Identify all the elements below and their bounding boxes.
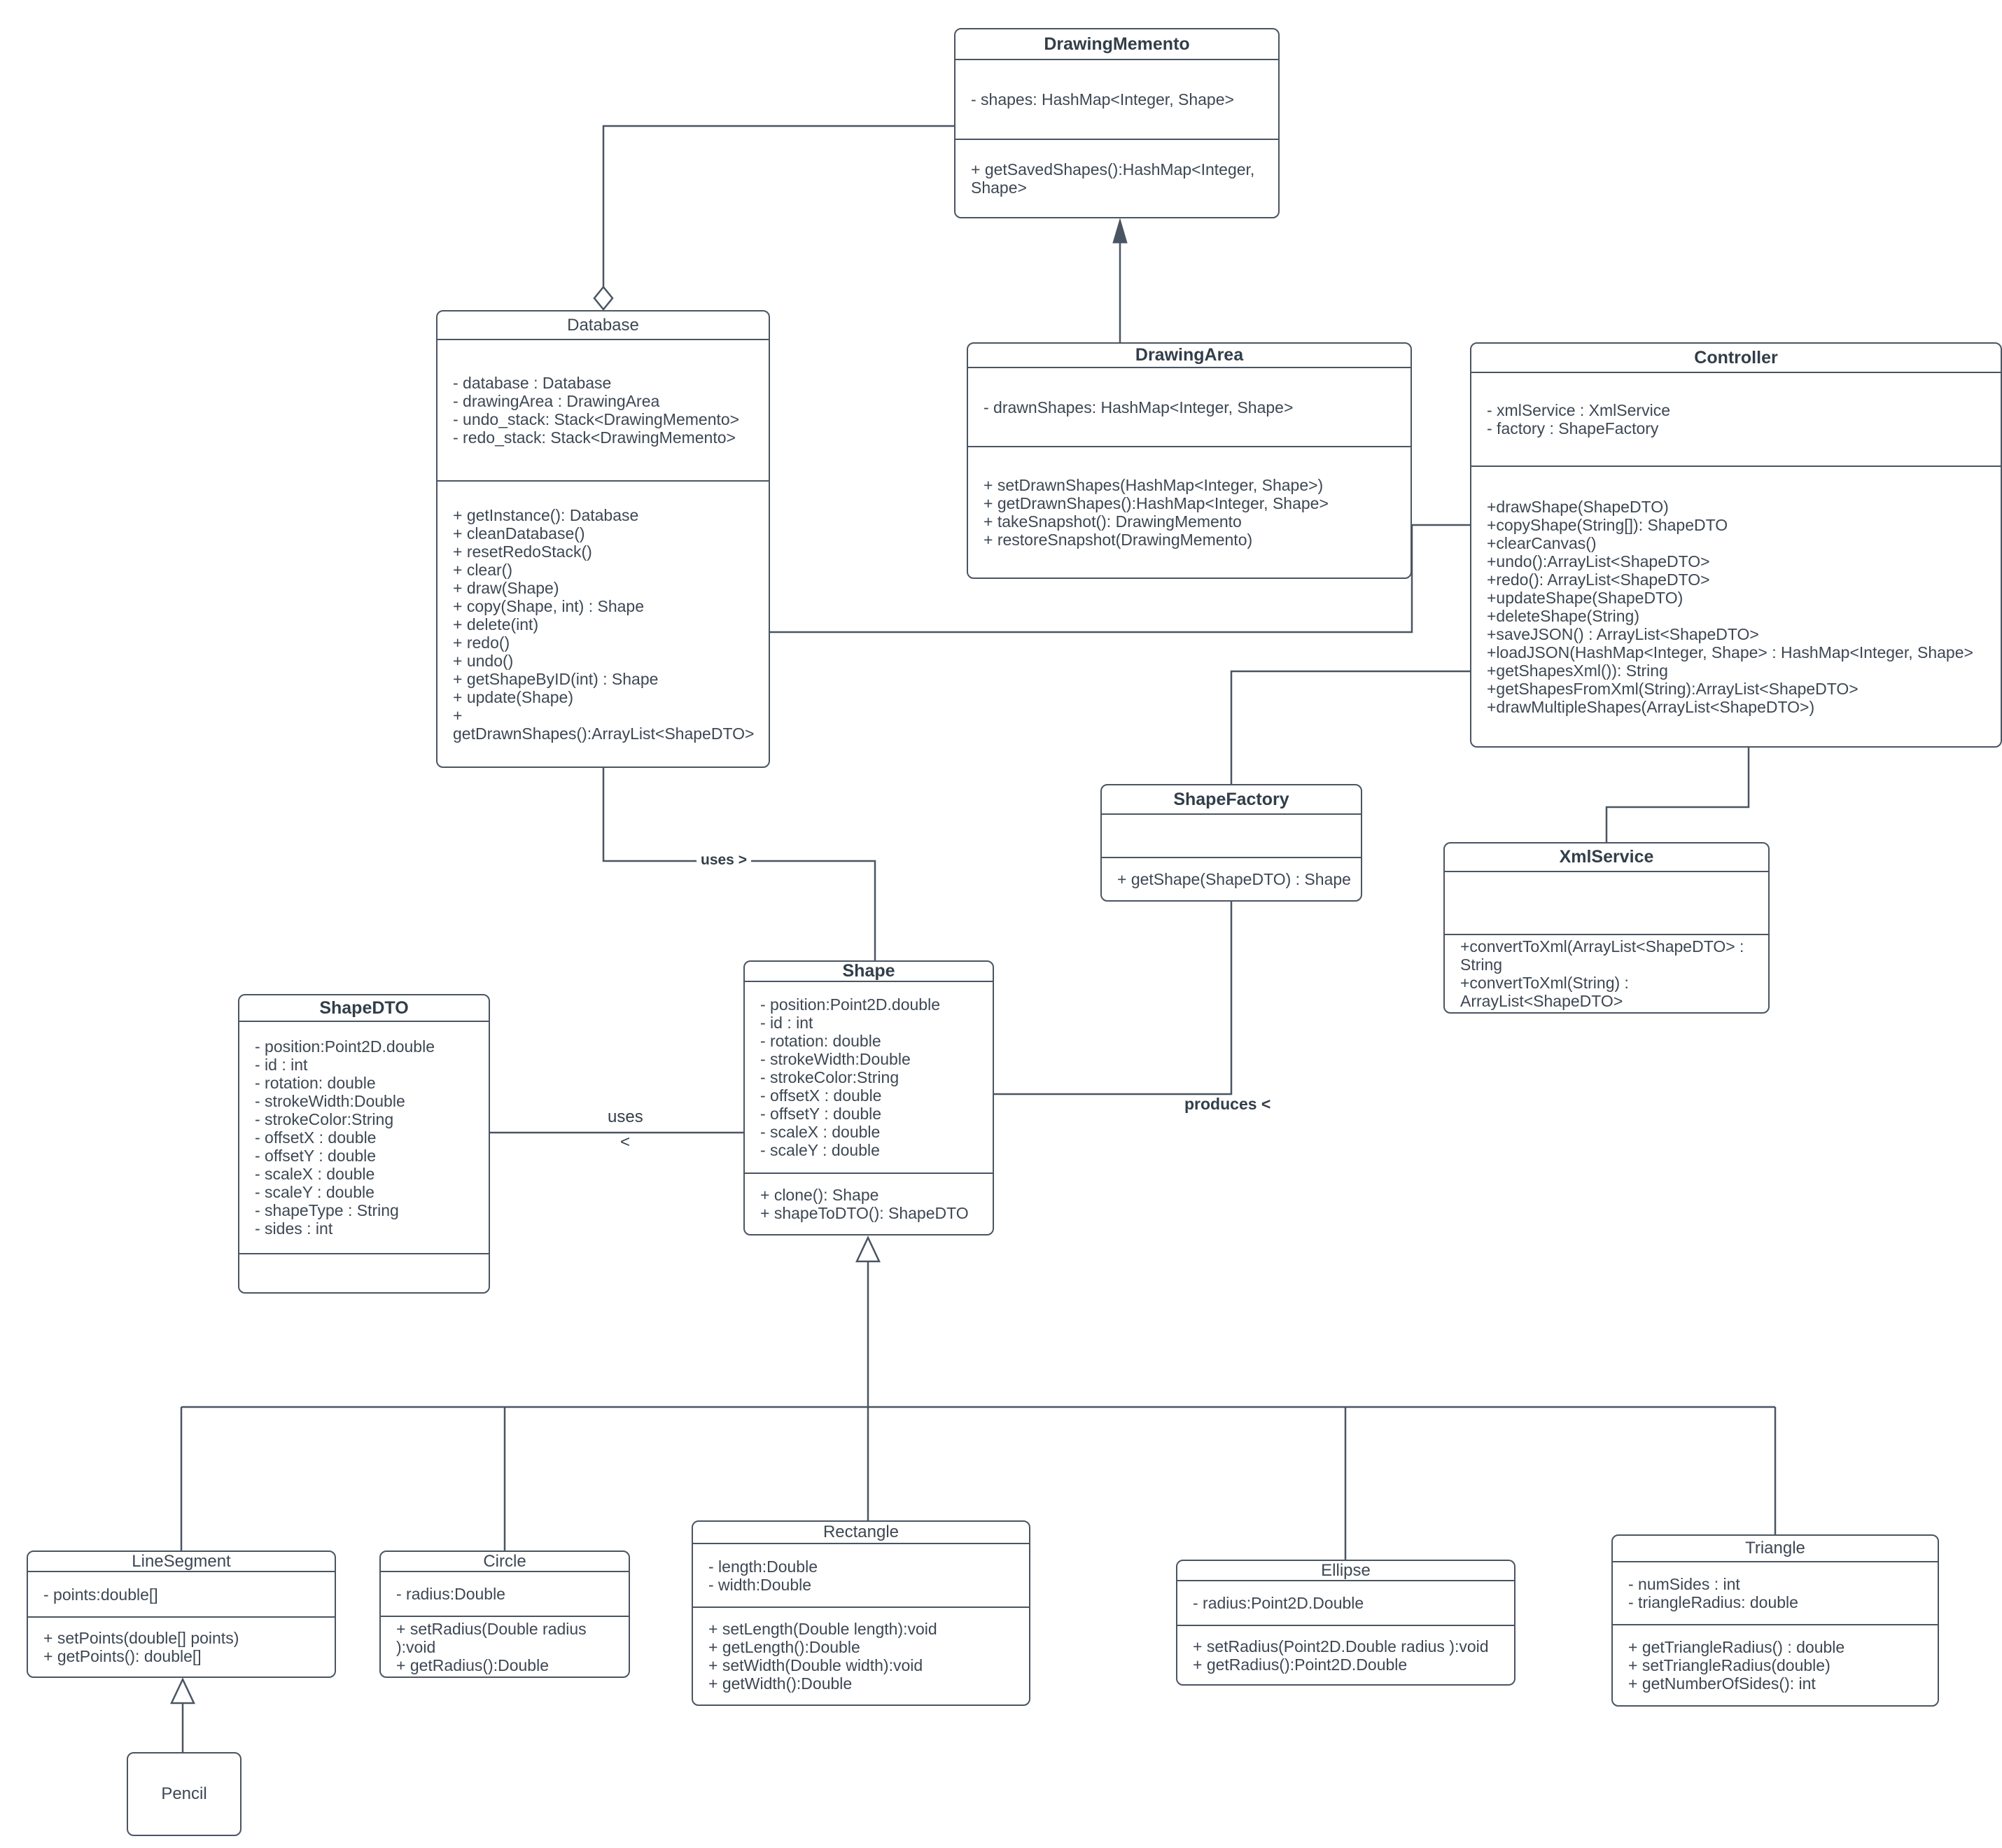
class-title: Controller [1471,344,2001,373]
class-title: Pencil [161,1784,207,1803]
inheritance-triangle-icon [855,1236,881,1263]
class-methods: + getShape(ShapeDTO) : Shape [1117,870,1351,888]
class-attributes [1102,815,1361,858]
class-drawingarea[interactable]: DrawingArea - drawnShapes: HashMap<Integ… [967,342,1412,579]
arrowhead-icon [1112,218,1128,244]
class-attributes: - position:Point2D.double - id : int - r… [239,1022,489,1254]
class-methods: + setRadius(Double radius ):void + getRa… [396,1619,587,1674]
class-title: DrawingArea [968,344,1410,368]
class-methods: + setPoints(double[] points) + getPoints… [43,1629,239,1665]
class-methods: + clone(): Shape + shapeToDTO(): ShapeDT… [760,1186,969,1222]
class-attributes: - length:Double - width:Double [693,1544,1029,1608]
edge-label-produces: produces < [1184,1095,1271,1113]
class-methods: + getSavedShapes():HashMap<Integer, Shap… [971,160,1255,197]
class-attributes: - shapes: HashMap<Integer, Shape> [955,60,1278,140]
class-title: Circle [381,1552,629,1572]
edge-label-uses-direction: < [620,1133,631,1152]
class-title: Ellipse [1177,1561,1514,1581]
class-title: DrawingMemento [955,29,1278,60]
class-methods: + setRadius(Point2D.Double radius ):void… [1193,1637,1489,1674]
class-title: Triangle [1613,1536,1938,1562]
association-drawingarea-drawingmemento[interactable] [1112,218,1128,342]
class-attributes: - radius:Double [381,1572,629,1617]
class-methods: + getInstance(): Database + cleanDatabas… [453,505,755,743]
class-controller[interactable]: Controller - xmlService : XmlService - f… [1470,342,2002,748]
class-methods: + getTriangleRadius() : double + setTria… [1628,1638,1845,1693]
class-shapedto[interactable]: ShapeDTO - position:Point2D.double - id … [238,994,490,1294]
class-shapefactory[interactable]: ShapeFactory + getShape(ShapeDTO) : Shap… [1100,784,1362,902]
class-pencil[interactable]: Pencil [127,1752,241,1836]
class-title: ShapeDTO [239,995,489,1022]
class-triangle[interactable]: Triangle - numSides : int - triangleRadi… [1611,1534,1939,1707]
inheritance-pencil-linesegment[interactable] [170,1677,195,1752]
association-controller-xmlservice[interactable] [1605,748,1750,842]
class-methods: + setDrawnShapes(HashMap<Integer, Shape>… [983,476,1329,549]
association-database-controller[interactable] [770,524,1470,634]
class-drawingmemento[interactable]: DrawingMemento - shapes: HashMap<Integer… [954,28,1280,218]
edge-label-uses: uses [608,1107,643,1126]
class-methods [239,1254,489,1292]
class-title: Shape [745,961,993,982]
class-xmlservice[interactable]: XmlService +convertToXml(ArrayList<Shape… [1443,842,1770,1014]
class-attributes: - radius:Point2D.Double [1177,1581,1514,1626]
association-controller-shapefactory[interactable] [1230,670,1470,784]
class-title: Rectangle [693,1522,1029,1544]
class-title: ShapeFactory [1102,785,1361,815]
class-title: Database [438,312,769,340]
class-attributes [1445,872,1768,935]
class-linesegment[interactable]: LineSegment - points:double[] + setPoint… [27,1550,336,1678]
class-methods: +convertToXml(ArrayList<ShapeDTO> : Stri… [1460,937,1744,1010]
class-attributes: - numSides : int - triangleRadius: doubl… [1613,1562,1938,1625]
aggregation-database-drawingmemento[interactable] [593,125,954,311]
class-attributes: - drawnShapes: HashMap<Integer, Shape> [968,368,1410,447]
class-title: LineSegment [28,1552,335,1572]
produces-association-shapefactory-shape[interactable] [994,902,1233,1096]
class-title: XmlService [1445,844,1768,872]
aggregation-diamond-icon [593,286,614,311]
inheritance-triangle-icon [170,1677,195,1704]
class-circle[interactable]: Circle - radius:Double + setRadius(Doubl… [379,1550,630,1678]
class-attributes: - xmlService : XmlService - factory : Sh… [1471,373,2001,467]
class-rectangle[interactable]: Rectangle - length:Double - width:Double… [692,1520,1030,1706]
class-methods: +drawShape(ShapeDTO) +copyShape(String[]… [1487,497,1973,716]
class-ellipse[interactable]: Ellipse - radius:Point2D.Double + setRad… [1176,1560,1516,1686]
edge-label-uses-arrow: uses > [696,852,751,869]
class-methods: + setLength(Double length):void + getLen… [708,1620,937,1693]
class-attributes: - database : Database - drawingArea : Dr… [438,340,769,482]
class-attributes: - position:Point2D.double - id : int - r… [745,982,993,1174]
inheritance-shape-subclasses[interactable] [180,1236,1777,1560]
class-database[interactable]: Database - database : Database - drawing… [436,310,770,768]
class-shape[interactable]: Shape - position:Point2D.double - id : i… [743,960,994,1236]
class-attributes: - points:double[] [28,1572,335,1618]
